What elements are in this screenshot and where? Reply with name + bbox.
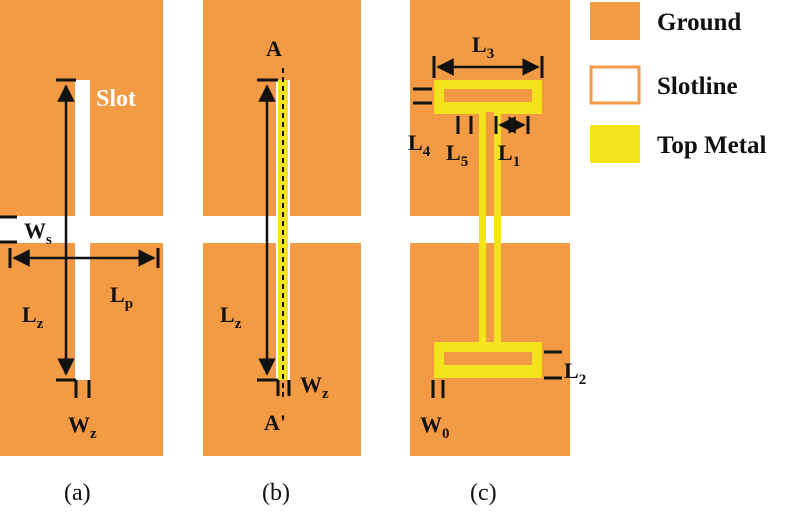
panel-c-l3-label: L3 bbox=[472, 32, 494, 62]
legend-slotline-label: Slotline bbox=[657, 73, 738, 100]
panel-b: A Lz Wz A' (b) bbox=[203, 0, 361, 506]
panel-a-lp-label: Lp bbox=[110, 282, 133, 312]
panel-a: Slot Ws Lp Lz Wz (a) bbox=[0, 0, 163, 506]
panel-c-stem-gap-inner bbox=[486, 216, 494, 243]
panel-b-a-top-label: A bbox=[266, 36, 282, 61]
panel-b-caption: (b) bbox=[262, 480, 290, 506]
legend-top-metal-label: Top Metal bbox=[657, 132, 767, 159]
panel-c-w0-label: W0 bbox=[420, 412, 450, 442]
panel-c-l5-label: L5 bbox=[446, 140, 468, 170]
legend-top-metal-swatch bbox=[590, 125, 640, 163]
panel-b-lz-label: Lz bbox=[220, 302, 242, 332]
panel-c-l4-label: L4 bbox=[408, 130, 431, 160]
legend-ground-swatch bbox=[590, 2, 640, 40]
panel-a-lz-label: Lz bbox=[22, 302, 44, 332]
legend-ground-label: Ground bbox=[657, 9, 741, 36]
panel-c-l2-label: L2 bbox=[564, 358, 586, 388]
legend: Ground Slotline Top Metal bbox=[589, 2, 767, 163]
panel-a-slot bbox=[75, 80, 90, 380]
panel-c-top-loop-inner bbox=[444, 89, 532, 102]
panel-a-slot-label: Slot bbox=[96, 86, 136, 112]
panel-b-a-bottom-label: A' bbox=[264, 410, 286, 435]
panel-c-l1-label: L1 bbox=[498, 140, 520, 170]
panel-c: L3 L4 L5 L1 L2 W0 (c) bbox=[408, 0, 586, 506]
panel-b-wz-label: Wz bbox=[300, 372, 329, 402]
panel-a-ws-label: Ws bbox=[24, 218, 52, 248]
legend-slotline-swatch bbox=[589, 65, 641, 105]
panel-c-caption: (c) bbox=[470, 480, 497, 506]
panel-a-caption: (a) bbox=[64, 480, 91, 506]
panel-a-wz-label: Wz bbox=[68, 412, 97, 442]
panel-c-bottom-loop-inner bbox=[444, 352, 532, 365]
